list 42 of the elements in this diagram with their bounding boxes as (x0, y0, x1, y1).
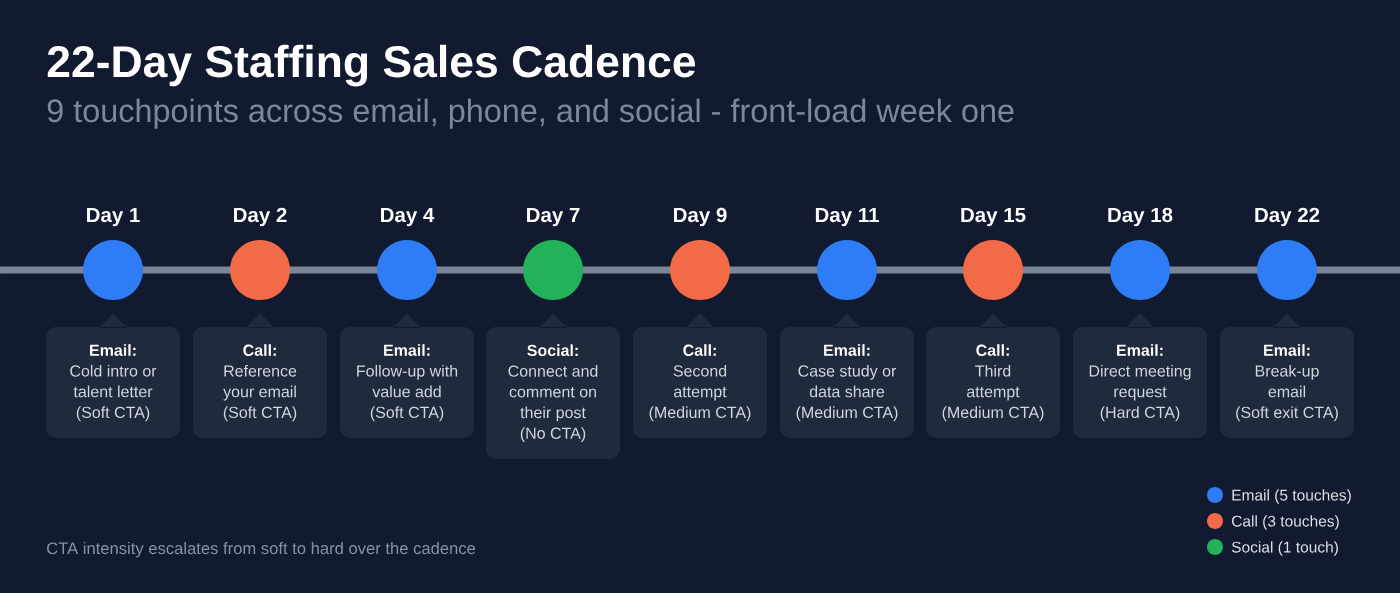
day-label: Day 2 (234, 207, 287, 227)
day-label: Day 22 (1255, 207, 1320, 227)
day-label: Day 18 (1108, 207, 1173, 227)
day-label: Day 9 (674, 207, 727, 227)
channel-dot (817, 240, 877, 300)
channel-dot (963, 240, 1023, 300)
legend-label: Email (5 touches) (1232, 489, 1351, 504)
channel-dot (523, 240, 583, 300)
day-label: Day 7 (527, 207, 580, 227)
touchpoint-description: Third attempt (Medium CTA) (942, 364, 1044, 422)
footnote: CTA intensity escalates from soft to hard over the cadence (47, 541, 476, 558)
title: 22-Day Staffing Sales Cadence (47, 44, 696, 87)
channel-label: Call: (683, 344, 716, 356)
day-label: Day 15 (961, 207, 1026, 227)
channel-label: Email: (384, 344, 430, 356)
day-label: Day 4 (381, 207, 435, 227)
touchpoint-description: Case study or data share (Medium CTA) (796, 364, 898, 422)
channel-label: Email: (824, 344, 870, 356)
channel-label: Email: (1264, 344, 1310, 356)
channel-label: Call: (243, 344, 276, 356)
channel-label: Social: (527, 344, 578, 357)
touchpoint-description: Direct meeting request (Hard CTA) (1089, 364, 1191, 422)
channel-dot (1257, 240, 1317, 300)
touchpoint-description: Cold intro or talent letter (Soft CTA) (70, 364, 157, 422)
channel-dot (377, 240, 437, 300)
touchpoint-description: Second attempt (Medium CTA) (649, 364, 751, 422)
touchpoint-description: Reference your email (Soft CTA) (223, 364, 297, 422)
legend-label: Social (1 touch) (1231, 541, 1338, 556)
channel-label: Call: (976, 344, 1009, 356)
channel-dot (230, 240, 290, 300)
day-label: Day 1 (87, 207, 140, 227)
touchpoint-description: Connect and comment on their post (No CTA) (508, 365, 598, 443)
channel-label: Email: (1117, 344, 1163, 356)
channel-dot (83, 240, 143, 300)
channel-label: Email: (90, 344, 136, 356)
channel-dot (670, 240, 730, 300)
touchpoint-description: Break-up email (Soft exit CTA) (1236, 364, 1338, 422)
subtitle: 9 touchpoints across email, phone, and social - front-load week one (47, 98, 1014, 129)
day-label: Day 11 (815, 207, 879, 227)
touchpoint-description: Follow-up with value add (Soft CTA) (357, 364, 458, 422)
channel-dot (1110, 240, 1170, 300)
legend-label: Call (3 touches) (1232, 515, 1339, 530)
